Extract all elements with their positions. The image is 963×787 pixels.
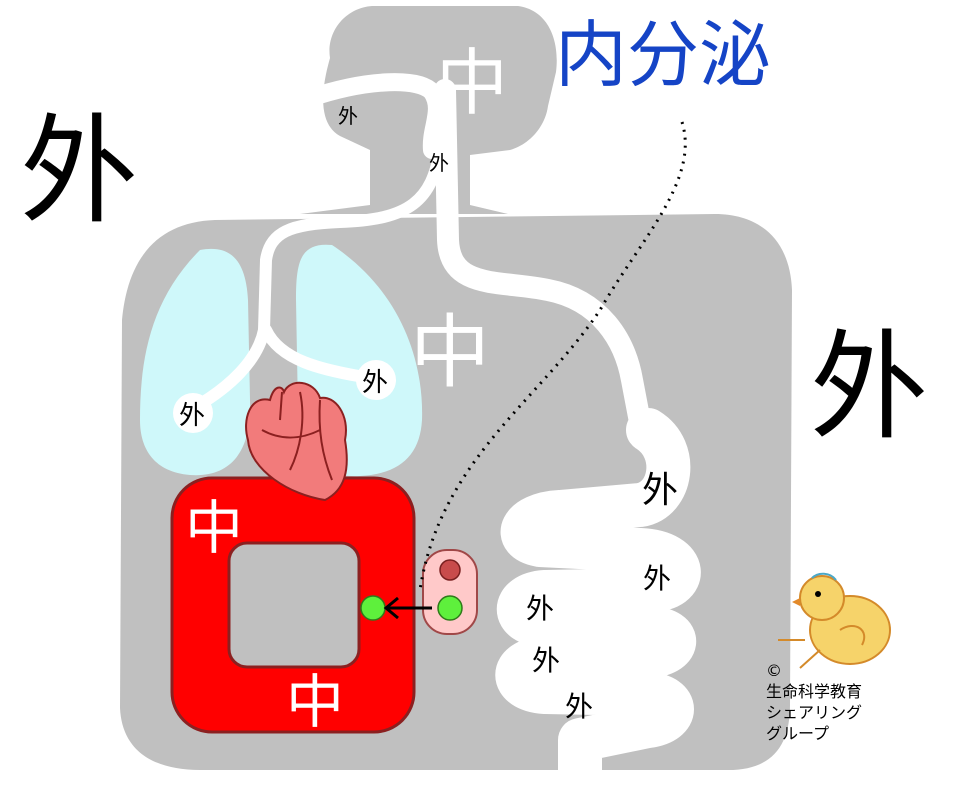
lumen-label-throat: 外 xyxy=(429,151,449,175)
secretion-arrow xyxy=(383,596,432,620)
credit-copyright: © xyxy=(766,661,782,680)
lumen-label-lung-right: 外 xyxy=(362,368,388,398)
endocrine-cell xyxy=(360,549,478,635)
chick-leg xyxy=(778,639,821,669)
lumen-tubes xyxy=(184,73,701,787)
esophagus xyxy=(434,79,651,433)
chick-beak xyxy=(792,598,800,606)
heart-body xyxy=(245,382,348,502)
nasal-passage xyxy=(301,73,446,159)
credit-block: © 生命科学教育 シェアリング グループ xyxy=(766,660,926,744)
hormone-in-cell xyxy=(437,595,463,621)
inside-label-torso: 中 xyxy=(410,306,490,399)
left-lung xyxy=(140,248,251,476)
lumen-label-gut-4: 外 xyxy=(565,690,593,723)
outside-label-right: 外 xyxy=(810,318,928,456)
cell-body xyxy=(422,549,478,635)
outside-label-left: 外 xyxy=(20,102,138,240)
inside-label-blood-bottom: 中 xyxy=(286,668,344,736)
red-granule xyxy=(439,559,461,581)
credit-line-2: シェアリング xyxy=(766,703,863,722)
lumen-label-lung-left: 外 xyxy=(179,401,205,431)
bronchus-right xyxy=(260,324,376,384)
title-label: 内分泌 xyxy=(555,13,771,97)
chick-wing xyxy=(839,625,866,646)
lumen-label-nasal: 外 xyxy=(338,104,358,128)
lumen-badge-left-lung xyxy=(173,393,213,433)
blood-inner xyxy=(227,541,361,669)
lumen-badge-right-lung xyxy=(356,360,396,400)
credit-line-3: グループ xyxy=(766,724,830,743)
chick-icon xyxy=(778,572,891,669)
lumen-label-gut-2: 外 xyxy=(526,592,554,625)
lumen-label-stomach: 外 xyxy=(642,470,678,511)
heart-icon xyxy=(245,382,348,502)
stomach xyxy=(495,408,701,787)
lumen-label-gut-3: 外 xyxy=(532,644,560,677)
trachea xyxy=(258,144,446,336)
chick-head xyxy=(799,575,845,621)
chick-crest xyxy=(811,572,837,581)
lumen-label-gut-1: 外 xyxy=(643,562,671,595)
credit-line-1: 生命科学教育 xyxy=(766,682,863,701)
inside-label-blood-top: 中 xyxy=(185,494,243,562)
hormone-in-blood xyxy=(360,595,386,621)
heart-detail xyxy=(261,391,333,481)
chick-eye xyxy=(815,591,821,597)
inside-label-head: 中 xyxy=(436,41,508,125)
blood-loop xyxy=(170,476,416,734)
